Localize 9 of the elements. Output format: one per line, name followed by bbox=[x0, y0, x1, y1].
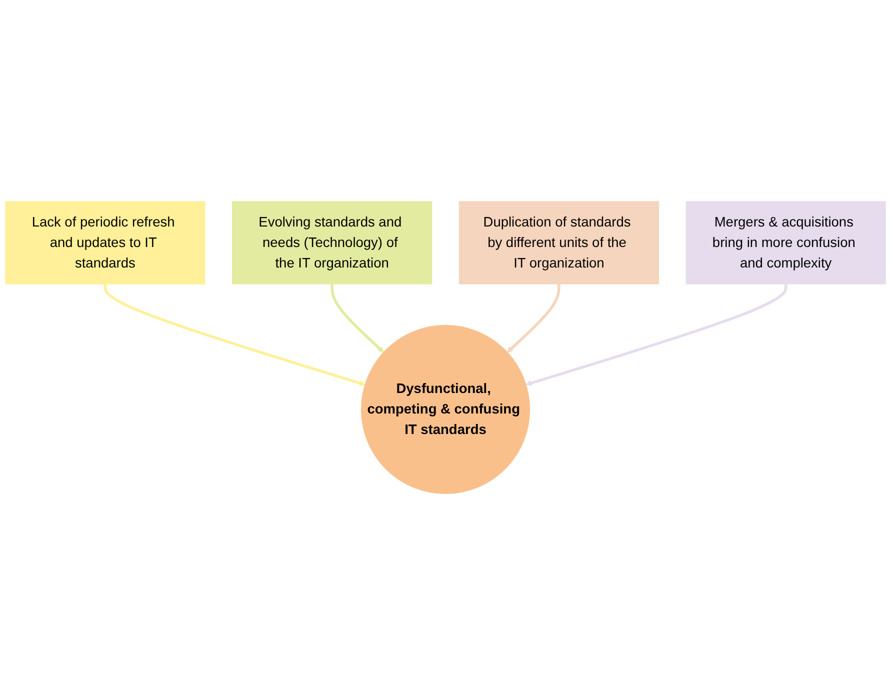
node-box: Evolving standards and needs (Technology) of the IT organization bbox=[232, 202, 432, 285]
arrow bbox=[330, 284, 384, 353]
arrow bbox=[507, 284, 560, 353]
arrow bbox=[104, 284, 366, 386]
node-box: Lack of periodic refresh and updates to IT standards bbox=[5, 202, 206, 285]
node-box: Mergers & acquisitions bring in more confusion and complexity bbox=[686, 202, 886, 285]
node-circle: Dysfunctional, competing & confusing IT standards bbox=[360, 325, 530, 494]
arrow bbox=[526, 284, 788, 386]
node-box: Duplication of standards by different units of the IT organization bbox=[458, 202, 659, 285]
